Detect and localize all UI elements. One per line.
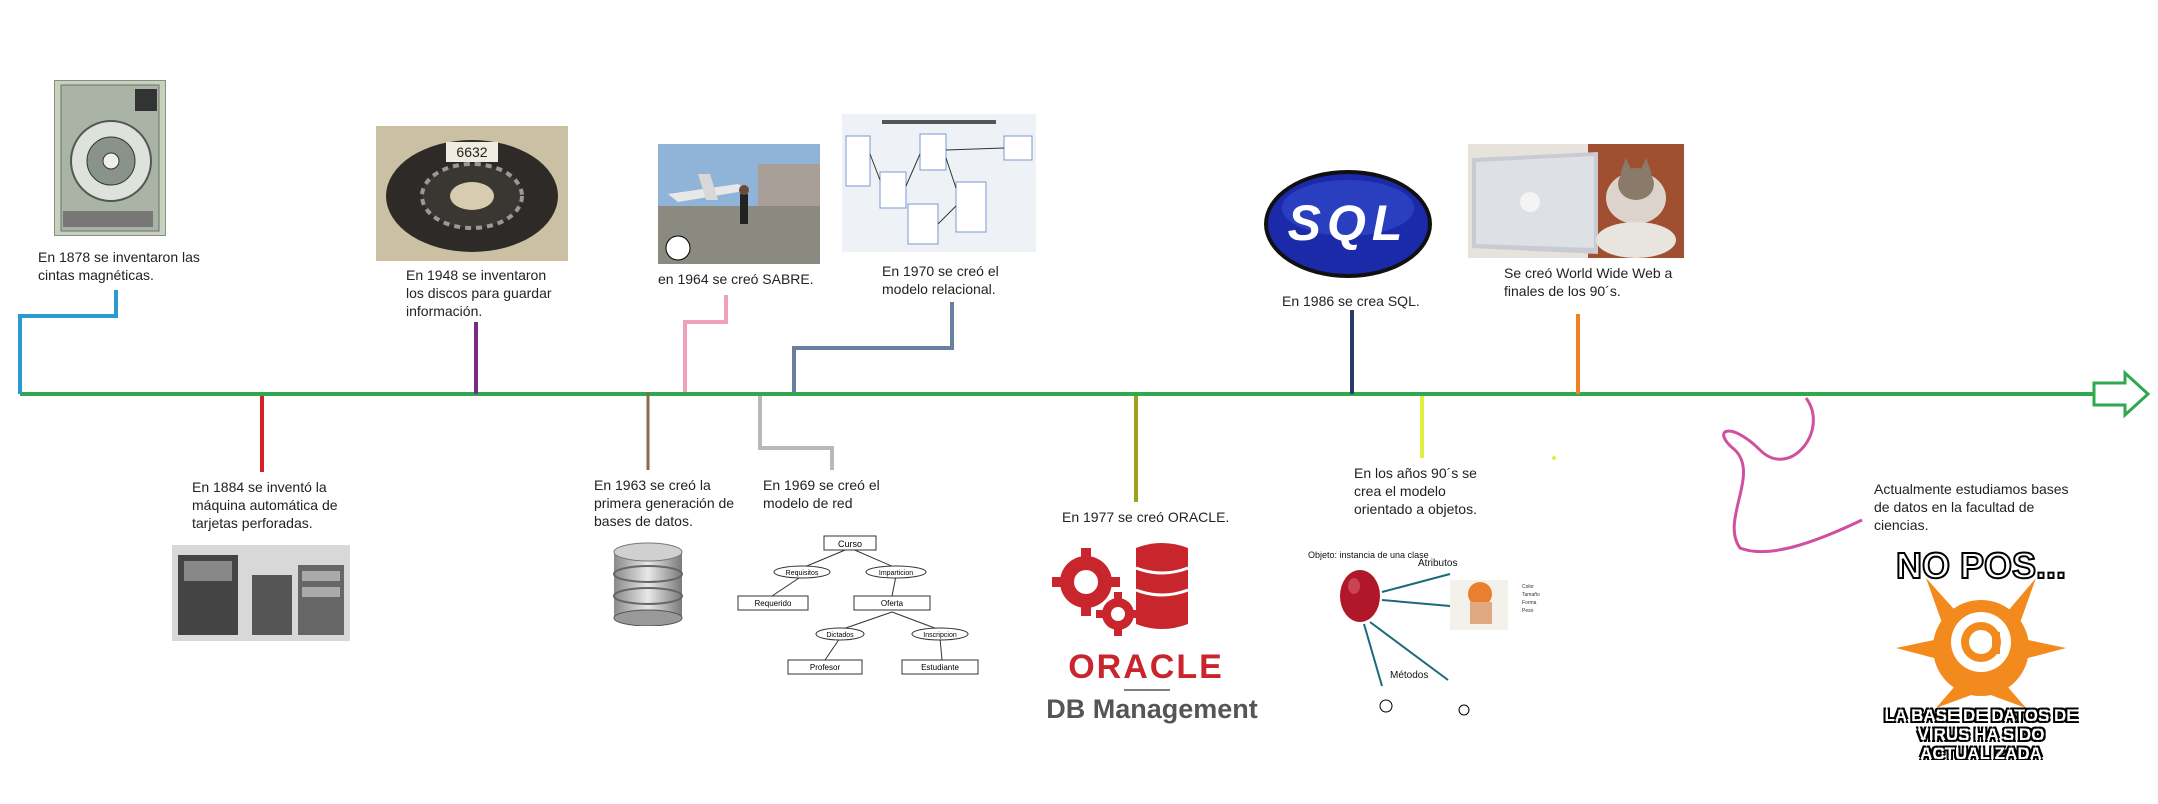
punch-card-machine-image (172, 545, 350, 641)
object-model-diagram: Objeto: instancia de una clase Atributos… (1300, 546, 1550, 740)
relational-model-diagram (842, 114, 1036, 252)
event-label-1878: En 1878 se inventaron las cintas magnéti… (38, 249, 200, 283)
connector-1878 (18, 290, 118, 394)
oop-attr-2: Tamaño (1522, 592, 1540, 598)
network-leaf-mid-2: Inscripcion (923, 632, 957, 639)
event-label-1986: En 1986 se crea SQL. (1282, 293, 1420, 309)
dot-decor (1552, 456, 1556, 460)
sql-logo-text: SQL (1288, 195, 1409, 251)
magnetic-disk-image: 6632 (376, 126, 568, 261)
database-icon (608, 540, 688, 626)
cat-laptop-image (1468, 144, 1684, 258)
meme-bottom-text: LA BASE DE DATOS DE VIRUS HA SIDO ACTUAL… (1884, 706, 2078, 760)
event-label-1964: en 1964 se creó SABRE. (658, 271, 814, 287)
event-label-90s: En los años 90´s se crea el modelo orien… (1354, 465, 1477, 517)
event-label-1948: En 1948 se inventaron los discos para gu… (406, 267, 552, 319)
event-label-1969: En 1969 se creó el modelo de red (763, 477, 880, 511)
event-label-1977: En 1977 se creó ORACLE. (1062, 509, 1230, 525)
oracle-logo: ORACLE DB Management (1040, 538, 1272, 732)
avast-meme-image: NO POS... LA BASE DE DATOS DE VIRUS HA S… (1866, 538, 2096, 760)
network-node-2: Oferta (881, 599, 904, 608)
oracle-subtitle: DB Management (1046, 694, 1258, 724)
disk-label-text: 6632 (456, 144, 487, 160)
oop-attr-3: Forma (1522, 600, 1537, 606)
connector-1969 (758, 396, 834, 470)
tape-reel-image (54, 80, 166, 236)
connector-1970 (792, 302, 954, 392)
event-label-1970: En 1970 se creó el modelo relacional. (882, 263, 999, 297)
network-node-1: Requerido (755, 599, 792, 608)
oop-title: Objeto: instancia de una clase (1308, 550, 1429, 560)
network-node-mid-1: Requisitos (786, 570, 819, 577)
network-node-mid-2: Imparticion (879, 570, 913, 577)
meme-top-text: NO POS... (1896, 545, 2066, 586)
network-leaf-1: Profesor (810, 663, 841, 672)
network-leaf-mid-1: Dictados (826, 632, 854, 639)
timeline-arrow-head (2092, 369, 2151, 419)
oracle-wordmark: ORACLE (1068, 648, 1224, 686)
event-label-1963: En 1963 se creó la primera generación de… (594, 477, 735, 529)
oop-attributes-label: Atributos (1418, 558, 1457, 569)
oop-methods-label: Métodos (1390, 670, 1428, 681)
network-node-root: Curso (838, 539, 862, 549)
oop-attr-1: Color (1522, 584, 1534, 590)
event-label-now: Actualmente estudiamos bases de datos en… (1874, 481, 2069, 533)
connector-1964 (683, 295, 728, 392)
event-label-web: Se creó World Wide Web a finales de los … (1504, 265, 1673, 299)
network-leaf-2: Estudiante (921, 663, 959, 672)
sql-logo: SQL (1262, 168, 1434, 280)
network-model-diagram: Curso Requisitos Imparticion Requerido O… (730, 532, 990, 680)
event-label-1884: En 1884 se inventó la máquina automática… (192, 479, 338, 531)
sabre-image (658, 144, 820, 264)
oop-attr-4: Peso (1522, 608, 1534, 614)
connector-now (1722, 397, 1863, 553)
